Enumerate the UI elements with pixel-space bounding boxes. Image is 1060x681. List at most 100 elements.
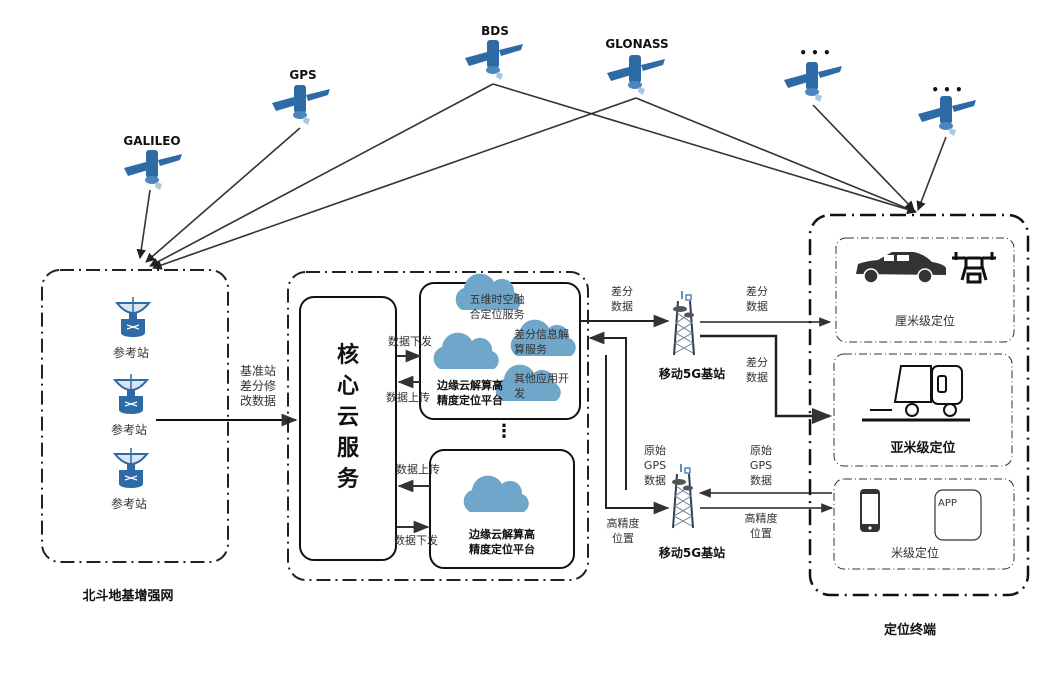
drone-icon: [952, 252, 996, 284]
satellite-label-galileo: GALILEO: [123, 134, 181, 148]
label-line: 数据: [750, 474, 772, 487]
bs1-in-label: 差分 数据: [605, 284, 639, 314]
label-line: 高精度: [744, 512, 778, 525]
bs1-out2-label: 差分 数据: [740, 355, 774, 385]
label-line: GPS: [749, 459, 773, 472]
label-line: 其他应用开: [514, 372, 569, 385]
bs2-tx-label: 高精度 位置: [737, 511, 785, 541]
meter-group-box: [833, 478, 1015, 570]
satellite-other2-icon: [918, 96, 976, 136]
label-line: GPS: [643, 459, 667, 472]
label-line: 算服务: [514, 343, 547, 356]
station-label: 参考站: [110, 423, 147, 437]
cloud-services-box: [287, 271, 589, 581]
label-line: 基准站: [239, 364, 276, 378]
station-label: 参考站: [112, 346, 149, 360]
edge1-title: 边缘云解算高 精度定位平台: [425, 378, 515, 408]
ground-network-box: [41, 269, 229, 563]
label-line: 原始: [750, 444, 772, 457]
label-line: 五维时空融: [469, 293, 525, 306]
edge1-service-3: 其他应用开 发: [514, 371, 580, 401]
signal-gps: [145, 127, 301, 263]
car-icon: [856, 252, 946, 284]
bs2-rx-label: 原始 GPS 数据: [744, 443, 778, 488]
edge-to-5g-arrow-2: [605, 355, 670, 515]
label-line: 高精度: [606, 517, 640, 530]
edge2-up-label: 数据上传: [396, 463, 440, 476]
satellite-label-other2: • • •: [931, 83, 963, 97]
reference-station-icon: [114, 373, 148, 415]
satellite-label-glonass: GLONASS: [605, 37, 669, 51]
reference-station-icon: [114, 447, 148, 489]
edge1-service-2: 差分信息解 算服务: [514, 327, 580, 357]
signal-other1: [812, 104, 915, 211]
label-line: 精度定位平台: [437, 394, 503, 407]
bs2-out-label: 高精度 位置: [600, 516, 646, 546]
satellite-label-gps: GPS: [289, 68, 317, 82]
label-line: 差分: [746, 285, 768, 298]
label-line: 数据: [644, 474, 666, 487]
label-line: 改数据: [239, 394, 276, 408]
label-line: 数据: [746, 300, 768, 313]
signal-bds-terminal: [492, 83, 917, 215]
label-line: 差分: [611, 285, 633, 298]
ground-output-label: 基准站 差分修 改数据: [232, 364, 284, 409]
label-line: 差分修: [239, 379, 276, 393]
satellite-galileo-icon: [124, 150, 182, 190]
signal-glonass-ground: [152, 97, 637, 270]
app-label: APP: [938, 498, 957, 509]
bs1-label: 移动5G基站: [658, 367, 726, 381]
satellite-label-other1: • • •: [799, 46, 831, 60]
label-line: 数据: [746, 371, 768, 384]
satellite-glonass-icon: [607, 55, 665, 95]
bs2-label: 移动5G基站: [658, 546, 726, 560]
smartphone-icon: [860, 489, 880, 532]
bs1-out-label: 差分 数据: [740, 284, 774, 314]
5g-to-edge-return-1: [588, 331, 627, 490]
edge2-down-label: 数据下发: [394, 534, 438, 547]
signal-galileo: [136, 189, 151, 259]
terminal-box: [808, 213, 1030, 597]
app-icon: [934, 489, 982, 541]
label-line: 差分信息解: [514, 328, 569, 341]
edge2-title: 边缘云解算高 精度定位平台: [452, 527, 552, 557]
edge1-up-label: 数据上传: [386, 391, 430, 404]
submeter-group-box: [833, 353, 1013, 467]
label-line: 位置: [750, 527, 772, 540]
label-line: 边缘云解算高: [437, 379, 503, 392]
label-line: 原始: [644, 444, 666, 457]
signal-glonass-terminal: [635, 97, 917, 214]
core-cloud-box: [299, 296, 397, 561]
edge-ellipsis: ⋮: [495, 421, 513, 442]
submeter-group-label: 亚米级定位: [890, 441, 956, 456]
label-line: 精度定位平台: [469, 543, 535, 556]
core-cloud-title: 核心云服务: [336, 343, 359, 492]
label-line: 数据: [611, 300, 633, 313]
satellite-label-bds: BDS: [481, 24, 509, 38]
station-label: 参考站: [110, 497, 147, 511]
satellite-bds-icon: [465, 40, 523, 80]
label-line: 位置: [612, 532, 634, 545]
label-line: 差分: [746, 356, 768, 369]
5g-tower-icon: [671, 463, 694, 529]
meter-group-label: 米级定位: [890, 546, 939, 560]
label-line: 合定位服务: [469, 308, 525, 321]
ground-network-title: 北斗地基增强网: [82, 589, 174, 604]
cm-group-label: 厘米级定位: [894, 314, 955, 328]
label-line: 发: [514, 387, 525, 400]
edge1-service-1: 五维时空融 合定位服务: [462, 292, 532, 322]
terminal-title: 定位终端: [883, 623, 936, 638]
signal-lines: [136, 83, 947, 270]
edge1-down-label: 数据下发: [388, 335, 432, 348]
5g-tower-icon: [672, 290, 695, 356]
cm-group-box: [835, 237, 1015, 343]
5g-to-submeter-arrow: [700, 334, 832, 424]
signal-other2: [916, 136, 947, 211]
satellite-other1-icon: [784, 62, 842, 102]
reference-station-icon: [116, 296, 150, 338]
signal-bds-ground: [149, 83, 494, 267]
bs2-in-label: 原始 GPS 数据: [638, 443, 672, 488]
label-line: 边缘云解算高: [469, 528, 535, 541]
satellite-gps-icon: [272, 85, 330, 125]
